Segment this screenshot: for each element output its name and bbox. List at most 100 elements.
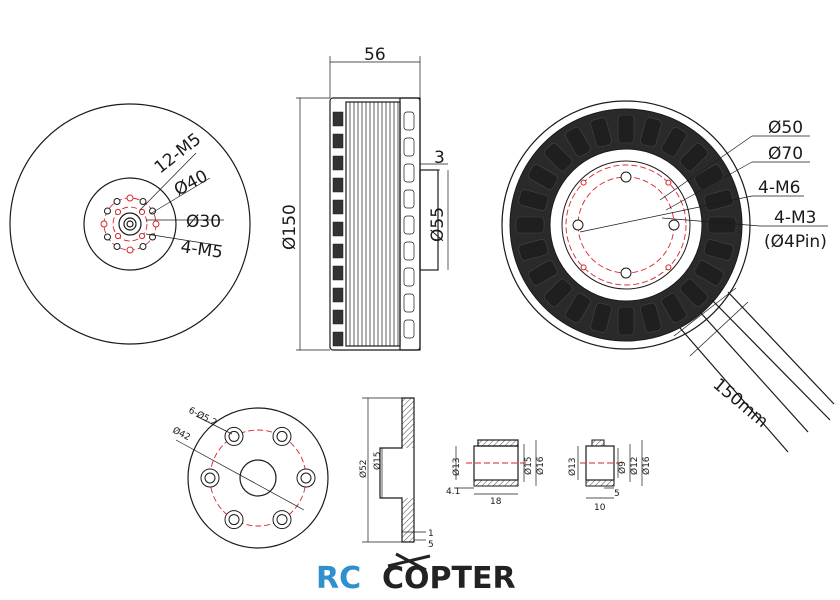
stator-coil: [518, 189, 549, 211]
base-mount-holes: [572, 171, 680, 279]
rotor-bar: [332, 133, 344, 149]
rotor-bar: [332, 155, 344, 171]
label-d42: Ø42: [171, 425, 193, 443]
label-d15-a: Ø15: [372, 451, 383, 470]
label-pin-4: (Ø4Pin): [764, 232, 827, 252]
stator-coil: [565, 126, 591, 157]
label-b1-4-1: 4.1: [446, 487, 460, 497]
rotor-bar: [332, 111, 344, 127]
end-cap-slot: [403, 267, 415, 287]
label-4-m5: 4-M5: [179, 237, 224, 263]
bottom-view: Ø50 Ø70 4-M6 4-M3 (Ø4Pin) 150mm: [501, 100, 835, 453]
front-m5-hole: [152, 220, 160, 228]
adapter-hole-inner: [300, 472, 312, 484]
front-m5-hole: [100, 220, 108, 228]
stator-coil: [661, 293, 687, 324]
label-d55: Ø55: [428, 207, 448, 242]
side-view: 56 Ø150 3 Ø55: [280, 45, 449, 351]
bushing-2: Ø13 Ø9 Ø12 Ø16 5 10: [567, 439, 652, 513]
front-m5-hole: [103, 233, 111, 241]
rotor-bar: [332, 265, 344, 281]
label-b2-d9: Ø9: [617, 461, 628, 474]
front-m5-hole: [113, 243, 121, 251]
motor-cable: [673, 287, 835, 453]
leader-40: [149, 177, 211, 215]
center-plate: [561, 160, 691, 290]
bushing-1: Ø13 Ø15 Ø16 4.1 18: [446, 439, 546, 507]
rotor-bar: [332, 177, 344, 193]
m3-hole: [665, 179, 672, 186]
stator-coil: [707, 216, 737, 234]
front-m5-hole: [103, 207, 111, 215]
end-cap-slot: [403, 319, 415, 339]
rotor-bar: [332, 287, 344, 303]
stator-coil: [527, 164, 558, 190]
m6-hole: [668, 219, 680, 231]
stator-coil: [703, 239, 734, 261]
adapter-outer: [187, 407, 329, 549]
cooling-fins: [349, 102, 399, 346]
adapter-section: Ø52 Ø15 1 5: [358, 397, 434, 550]
end-cap-slot: [403, 189, 415, 209]
pcd-70-circle: [565, 164, 687, 286]
label-b2-5: 5: [614, 489, 620, 499]
label-cable-length: 150mm: [709, 375, 772, 432]
label-1: 1: [428, 529, 434, 539]
logo-copter-text: COPTER: [382, 561, 516, 596]
rotor-bar: [332, 309, 344, 325]
stator-coil: [617, 114, 635, 144]
stator-coil: [518, 239, 549, 261]
leader-4m5: [145, 233, 223, 247]
label-b1-18: 18: [490, 497, 502, 507]
front-m5-hole: [126, 246, 134, 254]
label-d50: Ø50: [768, 118, 803, 138]
rotor-bar: [332, 199, 344, 215]
logo-rc-text: RC: [316, 561, 361, 596]
stator-coil: [640, 117, 662, 148]
stator-coil: [640, 302, 662, 333]
label-d150: Ø150: [280, 204, 300, 250]
m3-hole: [580, 179, 587, 186]
stator-coil: [661, 126, 687, 157]
m6-hole: [620, 267, 632, 279]
label-56: 56: [364, 45, 386, 65]
rotor-bar: [332, 243, 344, 259]
front-m5-inner-hole: [138, 232, 146, 240]
stator-coil: [543, 142, 573, 172]
rotor-bar: [332, 331, 344, 347]
label-b2-d13: Ø13: [567, 457, 578, 476]
adapter-hole-inner: [228, 514, 240, 526]
front-m5-hole: [113, 197, 121, 205]
shaft-core: [126, 220, 134, 228]
front-m5-hole: [126, 194, 134, 202]
stator-coil: [527, 260, 558, 286]
base-boss: [419, 169, 439, 271]
stator-coils: [515, 114, 737, 336]
rc-copter-logo: RC COPTER: [316, 552, 516, 596]
adapter-holes: [200, 426, 316, 530]
label-b2-10: 10: [594, 503, 606, 513]
stator-coil: [679, 142, 709, 172]
front-m5-inner-hole: [114, 208, 122, 216]
label-b2-d16: Ø16: [641, 456, 652, 475]
label-4-m6: 4-M6: [758, 178, 800, 198]
stator-coil: [694, 260, 725, 286]
end-cap-slot: [403, 241, 415, 261]
prop-adapter-plate: 6-Ø5.2 Ø42: [171, 405, 329, 549]
pcd-40-circle: [103, 197, 157, 251]
front-m5-hole: [139, 197, 147, 205]
adapter-hole-inner: [276, 514, 288, 526]
stator-coil: [515, 216, 545, 234]
adapter-pcd-circle: [209, 429, 307, 527]
end-cap-slots: [403, 111, 415, 339]
stator-coil: [679, 278, 709, 308]
label-b2-d12: Ø12: [629, 456, 640, 475]
end-cap-slot: [403, 293, 415, 313]
label-5-a: 5: [428, 540, 434, 550]
m3-hole: [665, 264, 672, 271]
m6-hole: [620, 171, 632, 183]
label-4-m3: 4-M3: [774, 208, 816, 228]
label-d52: Ø52: [358, 459, 369, 478]
end-cap-slot: [403, 111, 415, 131]
adapter-hole-inner: [204, 472, 216, 484]
